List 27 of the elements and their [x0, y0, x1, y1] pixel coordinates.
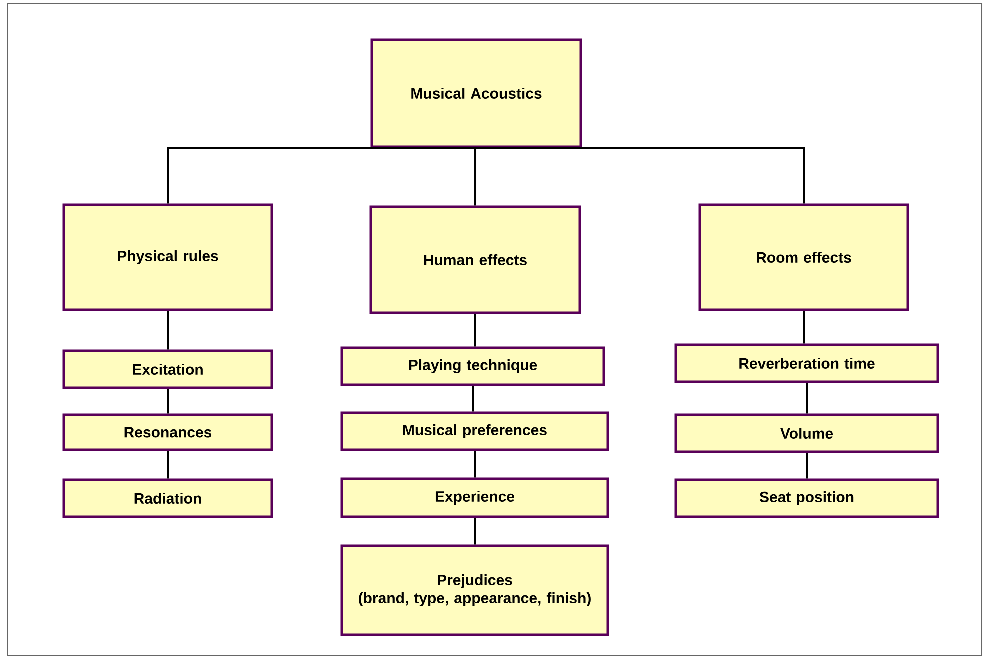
item-box: Experience [340, 478, 610, 518]
connector-line [803, 311, 805, 344]
item-box: Volume [674, 414, 940, 454]
connector-line [474, 451, 476, 478]
topic-box: Human effects [370, 206, 582, 314]
connector-line [167, 311, 169, 350]
topic-box: Physical rules [62, 204, 274, 312]
topic-box: Room effects [698, 204, 910, 312]
connector-line [167, 451, 169, 479]
item-box: Seat position [674, 478, 940, 518]
connector-line [474, 314, 476, 347]
connector-line [472, 386, 474, 412]
connector-line [806, 383, 808, 414]
item-box: Radiation [62, 478, 274, 518]
item-box: Playing technique [340, 346, 606, 386]
connector-line [167, 147, 476, 204]
item-box: Prejudices (brand, type, appearance, finish) [340, 544, 610, 636]
topic-box: Musical Acoustics [370, 38, 582, 148]
connector-line [806, 453, 808, 479]
item-box: Excitation [62, 350, 274, 390]
item-box: Musical preferences [340, 412, 610, 452]
connector-line [474, 147, 477, 206]
connector-line [167, 389, 169, 414]
connector-line [476, 147, 805, 204]
item-box: Reverberation time [674, 344, 940, 384]
connector-line [474, 518, 476, 545]
item-box: Resonances [62, 414, 274, 452]
